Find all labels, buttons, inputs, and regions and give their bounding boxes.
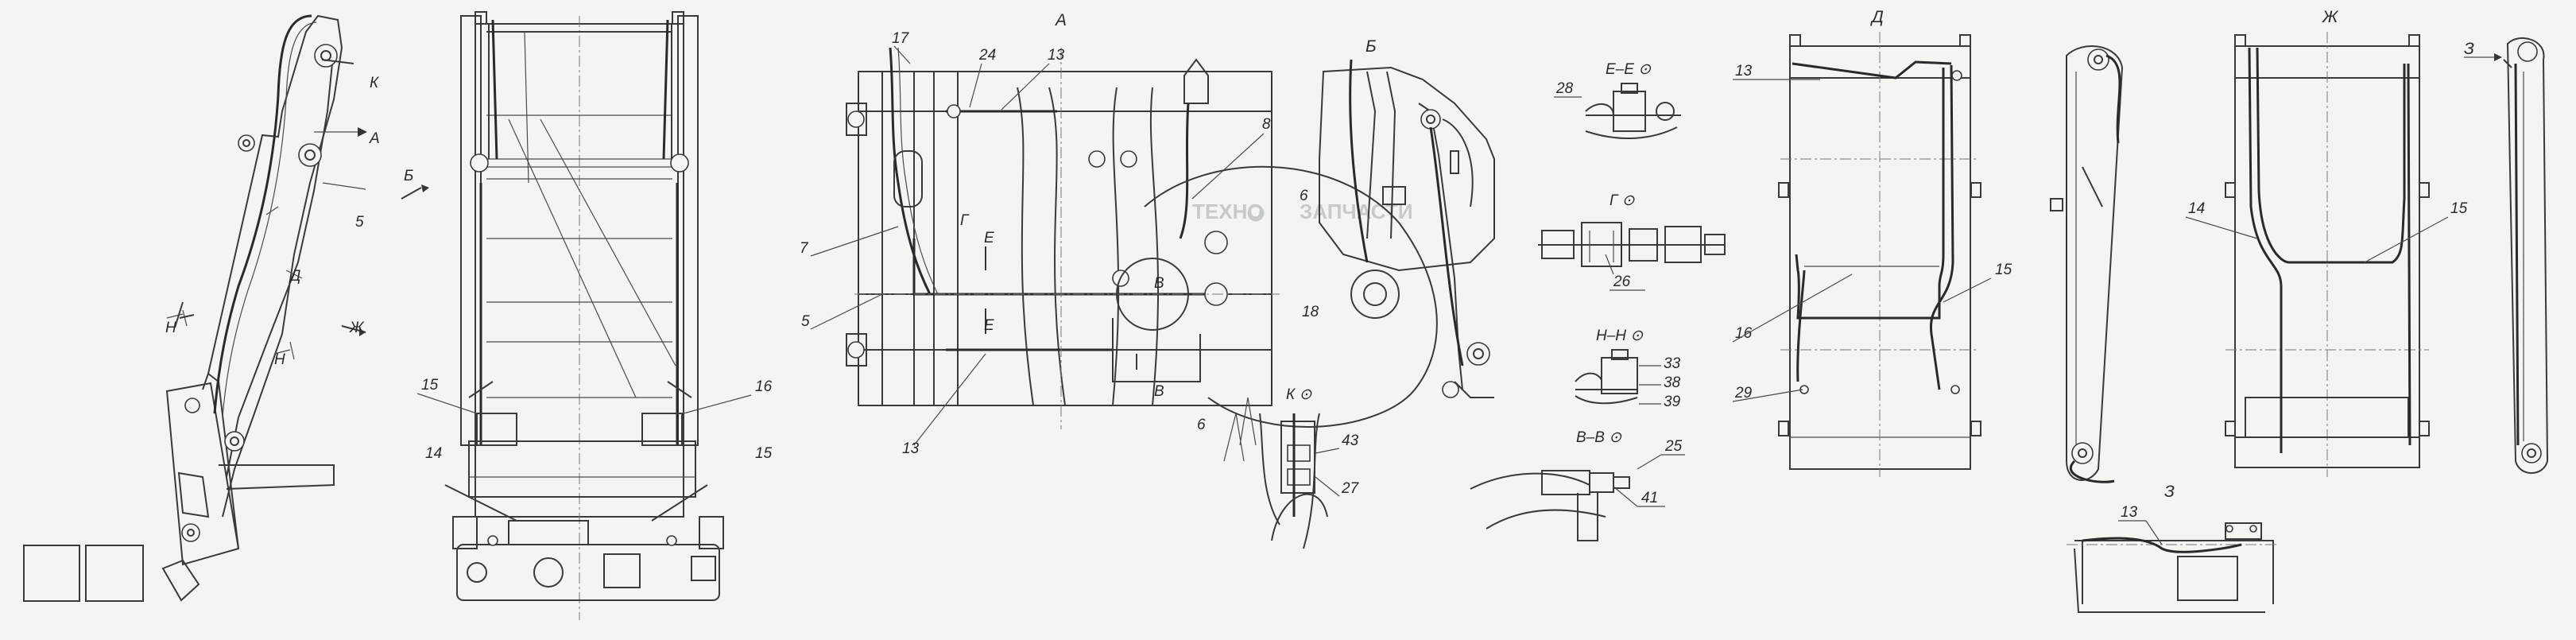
callout-14a: 14 xyxy=(425,445,442,462)
callout-7: 7 xyxy=(800,240,809,257)
view-label-z-bottom: З xyxy=(2164,483,2175,501)
view-label-b-top: Б xyxy=(1365,37,1377,56)
callout-13b: 13 xyxy=(902,440,920,457)
callout-38: 38 xyxy=(1664,374,1681,391)
section-label-k: К ⊙ xyxy=(1286,386,1311,403)
callout-14b: 14 xyxy=(2188,200,2205,217)
view-label-e2: Е xyxy=(984,317,994,334)
watermark: ТЕХНО ЗАПЧАСТИ xyxy=(1192,200,1413,223)
callout-15a: 15 xyxy=(421,377,439,394)
callout-29: 29 xyxy=(1734,385,1753,401)
section-view-k: К ⊙ 43 27 xyxy=(1223,386,1360,549)
section-view-nn: Н–Н ⊙ 33 38 39 xyxy=(1575,328,1681,410)
callout-27: 27 xyxy=(1341,480,1360,497)
callout-17: 17 xyxy=(892,30,910,47)
section-view-ee: Е–Е ⊙ 28 xyxy=(1554,61,1681,140)
view-label-n2: Н xyxy=(274,351,285,368)
callout-13d: 13 xyxy=(2121,504,2138,521)
callout-5a: 5 xyxy=(355,214,364,231)
callout-8: 8 xyxy=(1262,116,1271,133)
callout-25: 25 xyxy=(1664,438,1683,455)
view-label-v2: В xyxy=(1154,383,1164,400)
side-view-boom: К А 5 Д Н Н Ж Б xyxy=(23,14,429,602)
view-label-g-detail: Г xyxy=(960,212,970,229)
callout-18: 18 xyxy=(1302,304,1319,320)
callout-43: 43 xyxy=(1342,432,1359,449)
view-label-d-top: Д xyxy=(1870,8,1884,26)
callout-24: 24 xyxy=(978,47,996,64)
callout-13c: 13 xyxy=(1735,63,1753,80)
detail-view-d: Д 13 16 15 29 xyxy=(1732,8,2012,477)
view-label-n1: Н xyxy=(165,320,176,336)
callout-15c: 15 xyxy=(1995,262,2012,278)
section-label-g: Г ⊙ xyxy=(1610,192,1635,209)
callout-13a: 13 xyxy=(1048,47,1065,64)
view-label-a-top: А xyxy=(1054,11,1067,29)
view-label-a-side: А xyxy=(369,130,380,147)
section-view-vv: В–В ⊙ 25 41 xyxy=(1470,429,1685,541)
callout-16a: 16 xyxy=(755,378,773,395)
callout-28: 28 xyxy=(1555,80,1574,97)
callout-33: 33 xyxy=(1664,355,1681,372)
callout-15b: 15 xyxy=(755,445,773,462)
callout-41: 41 xyxy=(1641,490,1658,506)
view-label-zh-top: Ж xyxy=(2322,8,2339,26)
callout-39: 39 xyxy=(1664,394,1681,410)
view-label-z-top: З xyxy=(2464,40,2474,58)
section-label-ee: Е–Е ⊙ xyxy=(1606,61,1651,78)
callout-6b: 6 xyxy=(1197,417,1206,433)
callout-15d: 15 xyxy=(2450,200,2468,217)
detail-view-b: Б xyxy=(1144,37,1495,428)
corner-box-1 xyxy=(23,545,80,602)
detail-view-a: А 17 24 13 Г 7 Е xyxy=(800,11,1319,457)
view-label-v1: В xyxy=(1154,275,1164,292)
detail-view-z-bottom: З 13 xyxy=(2067,483,2277,613)
section-label-nn: Н–Н ⊙ xyxy=(1596,328,1643,344)
front-view: 15 16 14 15 xyxy=(416,11,773,620)
corner-box-2 xyxy=(85,545,144,602)
side-profile-arm xyxy=(2050,45,2124,483)
view-label-e1: Е xyxy=(984,230,994,246)
callout-6a: 6 xyxy=(1300,188,1308,204)
detail-view-zh: Ж 14 15 xyxy=(2185,8,2468,477)
side-view-z: З xyxy=(2464,37,2549,474)
callout-5b: 5 xyxy=(801,313,810,330)
view-label-zh-side: Ж xyxy=(349,320,365,336)
view-label-k-side: К xyxy=(370,75,380,91)
section-label-vv: В–В ⊙ xyxy=(1576,429,1621,446)
view-label-b-side: Б xyxy=(404,168,413,184)
view-label-d-side: Д xyxy=(289,268,300,285)
section-view-g: Г ⊙ 26 xyxy=(1538,192,1726,291)
callout-26: 26 xyxy=(1613,273,1631,290)
